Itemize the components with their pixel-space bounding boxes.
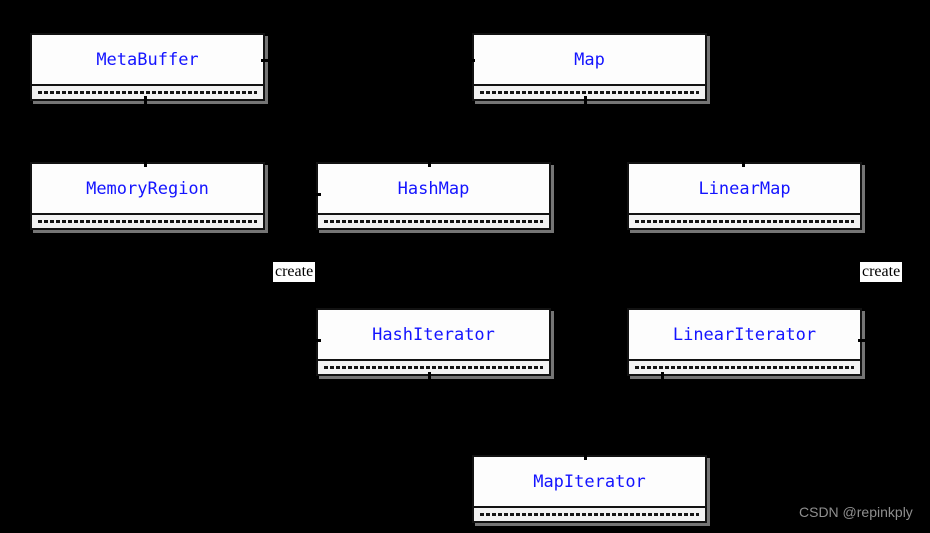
class-members-compartment [474, 84, 705, 99]
connector-stub [584, 96, 587, 105]
class-name-hashiterator: HashIterator [372, 324, 495, 345]
class-name-map: Map [574, 49, 605, 70]
class-box-linearmap: LinearMap [627, 162, 862, 230]
connector-stub [661, 372, 664, 381]
empty-members-dash [324, 366, 543, 369]
connector-stub [312, 193, 321, 196]
class-box-mapiterator: MapIterator [472, 455, 707, 523]
csdn-watermark: CSDN @repinkply [799, 504, 913, 520]
class-box-map: Map [472, 33, 707, 101]
connector-stub [428, 372, 431, 381]
class-name-mapiterator: MapIterator [533, 471, 646, 492]
connector-stub [261, 59, 270, 62]
connector-stub [312, 339, 321, 342]
class-name-memoryregion: MemoryRegion [86, 178, 209, 199]
empty-members-dash [324, 220, 543, 223]
connector-stub [466, 59, 475, 62]
class-members-compartment [629, 213, 860, 228]
class-members-compartment [318, 359, 549, 374]
empty-members-dash [635, 220, 854, 223]
class-box-memoryregion: MemoryRegion [30, 162, 265, 230]
connector-stub [584, 451, 587, 460]
class-members-compartment [474, 506, 705, 521]
class-name-metabuffer: MetaBuffer [96, 49, 199, 70]
class-name-hashmap: HashMap [397, 178, 470, 199]
edge-label-create-hash: create [273, 262, 316, 282]
class-box-hashmap: HashMap [316, 162, 551, 230]
empty-members-dash [480, 513, 699, 516]
connector-stub [144, 158, 147, 167]
connector-stub [858, 339, 867, 342]
empty-members-dash [635, 366, 854, 369]
class-box-hashiterator: HashIterator [316, 308, 551, 376]
empty-members-dash [38, 91, 257, 94]
class-box-lineariterator: LinearIterator [627, 308, 862, 376]
class-members-compartment [629, 359, 860, 374]
class-members-compartment [32, 84, 263, 99]
class-members-compartment [32, 213, 263, 228]
class-name-lineariterator: LinearIterator [672, 324, 817, 345]
class-box-metabuffer: MetaBuffer [30, 33, 265, 101]
edge-label-create-linear: create [860, 262, 903, 282]
connector-stub [428, 158, 431, 167]
connector-stub [144, 96, 147, 105]
empty-members-dash [480, 91, 699, 94]
empty-members-dash [38, 220, 257, 223]
class-name-linearmap: LinearMap [698, 178, 791, 199]
connector-stub [742, 158, 745, 167]
class-members-compartment [318, 213, 549, 228]
